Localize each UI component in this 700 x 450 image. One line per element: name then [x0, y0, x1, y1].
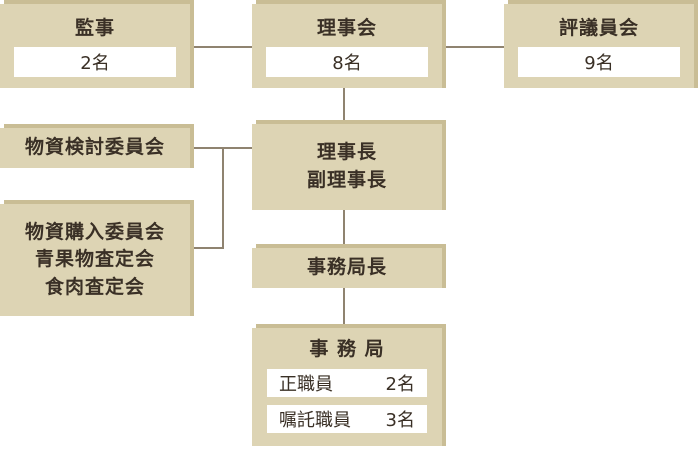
connector-committee-purchase: [190, 247, 224, 249]
secretary-general-title: 事務局長: [306, 256, 387, 279]
connector-board-council: [442, 46, 504, 48]
council-count: 9名: [518, 46, 680, 77]
committee-review-title: 物資検討委員会: [24, 136, 165, 159]
auditor-count: 2名: [14, 46, 176, 77]
row-count: 3名: [385, 409, 415, 431]
meat-assessment-title: 食肉査定会: [44, 275, 145, 298]
row-count: 2名: [385, 373, 415, 395]
committee-purchase-box: 物資購入委員会 青果物査定会 食肉査定会: [0, 204, 190, 316]
connector-board-chairman: [343, 88, 345, 124]
connector-auditor-board: [190, 46, 252, 48]
council-box: 評議員会 9名: [504, 4, 694, 88]
connector-chairman-secgen: [343, 210, 345, 248]
chairman-box: 理事長 副理事長: [252, 124, 442, 210]
committee-purchase-title: 物資購入委員会: [24, 220, 165, 243]
committee-review-box: 物資検討委員会: [0, 128, 190, 168]
row-label: 嘱託職員: [279, 409, 351, 431]
secretariat-row: 嘱託職員 3名: [267, 404, 427, 433]
chairman-title: 理事長: [316, 141, 377, 164]
produce-assessment-title: 青果物査定会: [34, 248, 155, 271]
auditor-box: 監事 2名: [0, 4, 190, 88]
council-title: 評議員会: [558, 17, 639, 40]
connector-committee-vertical: [222, 147, 224, 249]
board-title: 理事会: [316, 17, 377, 40]
connector-secgen-secretariat: [343, 288, 345, 328]
secretariat-title: 事 務 局: [309, 338, 385, 360]
secretariat-box: 事 務 局 正職員 2名 嘱託職員 3名: [252, 328, 442, 446]
vice-chairman-title: 副理事長: [306, 169, 387, 191]
board-count: 8名: [266, 46, 428, 77]
auditor-title: 監事: [74, 17, 115, 40]
secretary-general-box: 事務局長: [252, 248, 442, 288]
board-box: 理事会 8名: [252, 4, 442, 88]
row-label: 正職員: [279, 373, 333, 395]
connector-committee-review: [190, 147, 252, 149]
secretariat-row: 正職員 2名: [267, 368, 427, 397]
